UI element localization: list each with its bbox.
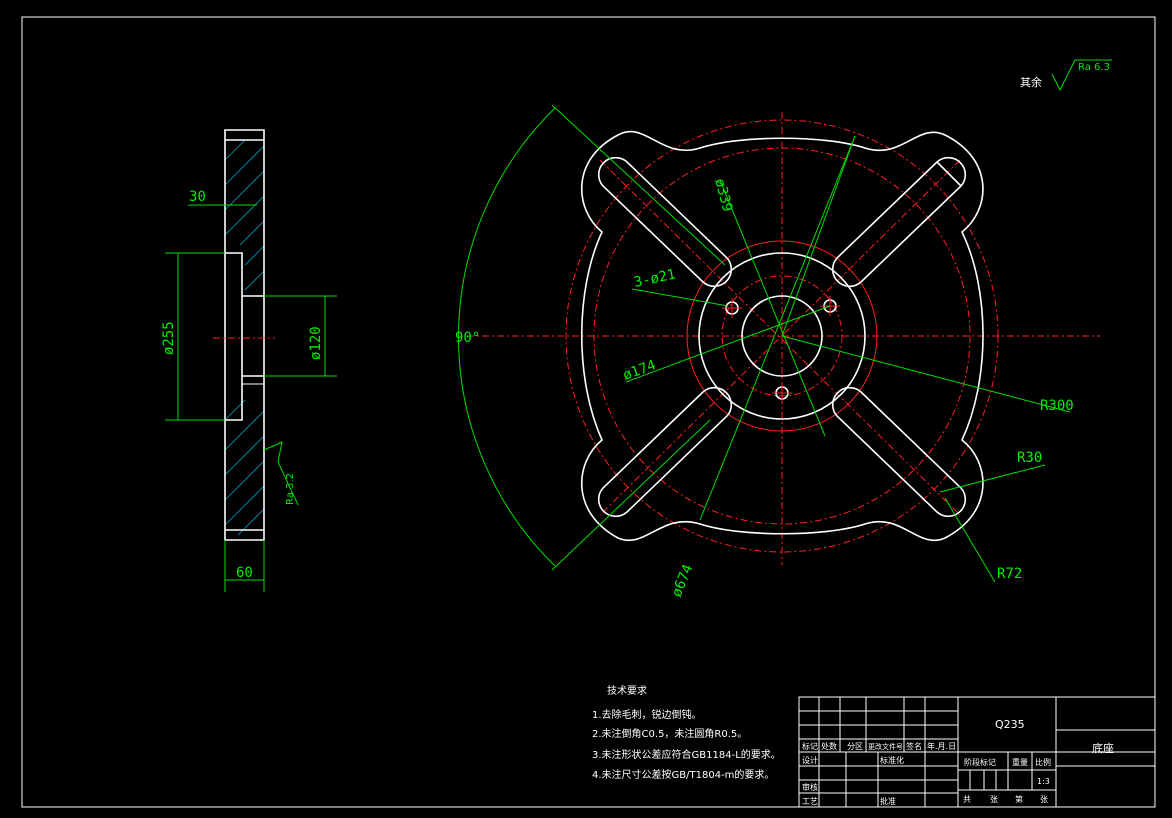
tb-material: Q235	[995, 718, 1025, 731]
technical-notes: 技术要求 1.去除毛刺，锐边倒钝。 2.未注倒角C0.5，未注圆角R0.5。 3…	[592, 684, 781, 781]
tb-sheets-num: 第	[1015, 794, 1023, 804]
tb-sheets-unit-1: 张	[990, 795, 998, 804]
dim-holes-21: 3-ø21	[633, 266, 678, 290]
tb-scale: 1:3	[1037, 777, 1050, 786]
dim-diameter-174: ø174	[621, 357, 658, 384]
dim-radius-72: R72	[997, 566, 1022, 582]
tb-header-date: 年.月.日	[927, 741, 956, 751]
tb-header-mark: 标记	[802, 741, 818, 751]
tb-part-name: 底座	[1092, 741, 1114, 755]
title-block: 标记 处数 分区 更改文件号 签名 年.月.日 设计 标准化 审核 工艺 批准 …	[798, 696, 1156, 808]
dim-radius-30: R30	[1017, 450, 1042, 466]
note-item-4: 4.未注尺寸公差按GB/T1804-m的要求。	[592, 768, 774, 781]
tb-review: 审核	[802, 782, 818, 792]
tb-process: 工艺	[802, 797, 818, 806]
dim-angle-90: 90°	[455, 330, 480, 346]
note-item-2: 2.未注倒角C0.5，未注圆角R0.5。	[592, 727, 747, 740]
tb-stage: 阶段标记	[964, 757, 996, 767]
note-item-1: 1.去除毛刺，锐边倒钝。	[592, 708, 702, 721]
dim-thickness-60: 60	[236, 565, 253, 581]
tb-design: 设计	[802, 755, 818, 765]
tb-sheets-unit-2: 张	[1040, 795, 1048, 804]
dim-diameter-674: ø674	[669, 562, 696, 599]
side-roughness: Ra 3.2	[285, 473, 296, 505]
roughness-value: Ra 6.3	[1078, 62, 1110, 73]
tb-header-zone: 分区	[847, 742, 863, 751]
outer-contour	[581, 130, 984, 541]
tb-header-count: 处数	[821, 741, 837, 751]
tb-sheets-total: 共	[963, 795, 971, 804]
tb-weight: 重量	[1012, 757, 1028, 767]
front-view: ø339 3-ø21 ø174 ø674 R300 R30 R72 90°	[455, 104, 1100, 599]
slots	[597, 156, 967, 518]
tb-ratio: 比例	[1035, 757, 1051, 767]
drawing-border	[21, 16, 1156, 808]
dim-diameter-255: ø255	[161, 321, 177, 355]
notes-title: 技术要求	[607, 684, 647, 697]
note-item-3: 3.未注形状公差应符合GB1184-L的要求。	[592, 748, 781, 761]
tb-header-doc: 更改文件号	[868, 742, 903, 751]
dim-diameter-339: ø339	[711, 177, 735, 214]
dim-thickness-30: 30	[189, 189, 206, 205]
dim-radius-300: R300	[1040, 398, 1074, 414]
surface-roughness-note: 其余 Ra 6.3	[1020, 59, 1112, 92]
surface-label: 其余	[1020, 75, 1042, 89]
tb-header-sign: 签名	[906, 741, 922, 751]
tb-standard: 标准化	[880, 755, 904, 765]
side-view: 30 ø255 ø120 60 Ra 3.2	[161, 129, 337, 592]
dim-diameter-120: ø120	[308, 326, 324, 360]
tb-approve: 批准	[880, 796, 896, 806]
